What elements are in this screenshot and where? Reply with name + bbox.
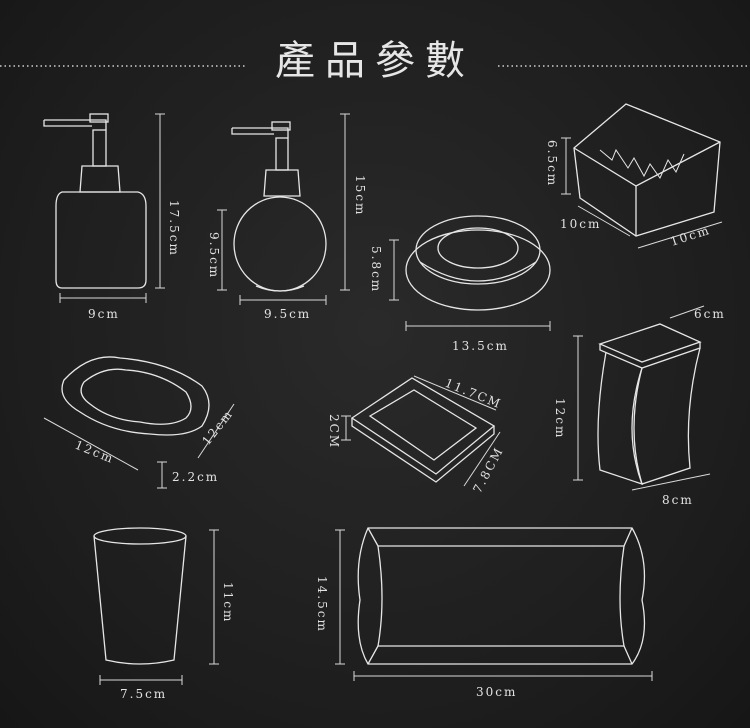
small-tray-width-label: 7.8CM bbox=[470, 444, 506, 495]
pump2-body-height-label: 9.5cm bbox=[207, 232, 221, 279]
round-soap-dish-drawing bbox=[405, 215, 551, 311]
small-tray-length-label: 11.7CM bbox=[443, 376, 504, 412]
soap-dish-depth-label: 12cm bbox=[199, 407, 236, 448]
cup-dimension-lines bbox=[99, 529, 219, 685]
pump2-width-label: 9.5cm bbox=[264, 307, 311, 321]
small-tray-dimension-lines bbox=[341, 375, 501, 487]
toothbrush-holder-drawing bbox=[597, 323, 702, 486]
holder-top-label: 6cm bbox=[694, 307, 726, 321]
round-soap-dish-dimension-lines bbox=[389, 239, 551, 331]
soap-dish-width-label: 12cm bbox=[73, 438, 117, 466]
soap-dish-height-label: 2.2cm bbox=[172, 470, 219, 484]
square-pump-bottle-dimension-lines bbox=[59, 113, 165, 303]
cup-width-label: 7.5cm bbox=[120, 687, 167, 701]
cup-height-label: 11cm bbox=[221, 582, 235, 623]
box-width-label: 10cm bbox=[669, 223, 713, 249]
pump1-height-label: 17.5cm bbox=[167, 200, 181, 257]
large-tray-drawing bbox=[357, 527, 646, 665]
pump2-height-label: 15cm bbox=[353, 175, 367, 216]
toothbrush-holder-dimension-lines bbox=[573, 305, 711, 491]
cotton-box-drawing bbox=[573, 103, 721, 237]
round-pump-bottle-dimension-lines bbox=[217, 113, 350, 305]
wavy-soap-dish-dimension-lines bbox=[43, 403, 235, 489]
large-tray-length-label: 30cm bbox=[476, 685, 517, 699]
holder-base-label: 8cm bbox=[662, 493, 694, 507]
round-dish-height-label: 5.8cm bbox=[369, 246, 383, 293]
small-tray-drawing bbox=[350, 377, 496, 483]
large-tray-width-label: 14.5cm bbox=[315, 576, 329, 633]
round-pump-bottle-drawing bbox=[231, 121, 327, 292]
cotton-box-dimension-lines bbox=[561, 137, 723, 249]
pump1-width-label: 9cm bbox=[88, 307, 120, 321]
box-depth-label: 10cm bbox=[560, 217, 601, 231]
wavy-soap-dish-drawing bbox=[61, 356, 210, 436]
holder-height-label: 12cm bbox=[553, 398, 567, 439]
box-height-label: 6.5cm bbox=[545, 140, 559, 187]
square-pump-bottle-drawing bbox=[43, 113, 147, 289]
round-dish-width-label: 13.5cm bbox=[452, 339, 509, 353]
page-title: 產品參數 bbox=[275, 38, 475, 84]
small-tray-height-label: 2CM bbox=[327, 414, 341, 449]
cup-drawing bbox=[93, 527, 187, 665]
large-tray-dimension-lines bbox=[335, 529, 653, 681]
